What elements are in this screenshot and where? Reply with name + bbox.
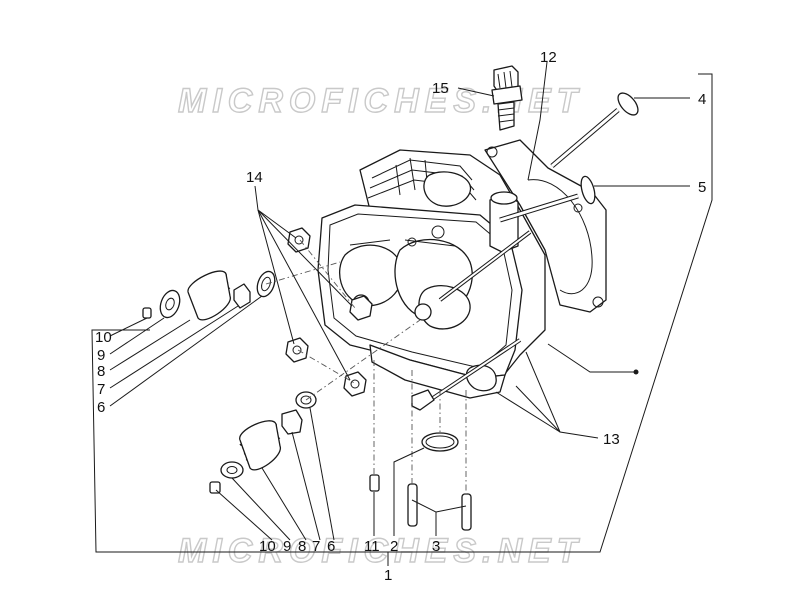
callout-6-lower: 6 — [327, 538, 335, 555]
callout-7-upper: 7 — [97, 381, 105, 398]
assembly-bracket — [91, 73, 713, 553]
callout-1: 1 — [384, 567, 392, 584]
callout-11: 11 — [364, 538, 380, 555]
head-gasket — [484, 139, 607, 313]
callout-10-upper: 10 — [95, 329, 112, 346]
callout-15: 15 — [432, 80, 449, 97]
temperature-sensor — [491, 65, 523, 131]
valve-kit-upper — [142, 270, 276, 321]
callout-12: 12 — [540, 49, 557, 66]
callout-9-upper: 9 — [97, 347, 105, 364]
callout-8-upper: 8 — [97, 363, 105, 380]
callout-14: 14 — [246, 169, 263, 186]
callout-7-lower: 7 — [312, 538, 320, 555]
head-bolts — [411, 230, 532, 411]
callout-6-upper: 6 — [97, 399, 105, 416]
callout-labels: 15 12 4 5 14 10 9 8 7 6 13 10 9 8 7 6 11… — [95, 49, 706, 584]
callout-9-lower: 9 — [283, 538, 291, 555]
nuts — [285, 227, 373, 397]
leader-lines — [109, 61, 690, 541]
callout-13: 13 — [603, 431, 620, 448]
callout-8-lower: 8 — [298, 538, 306, 555]
cylinder-head — [317, 139, 607, 399]
reference-dot — [633, 369, 639, 375]
callout-3: 3 — [432, 538, 440, 555]
bottom-parts — [369, 432, 472, 531]
valve-kit-lower — [209, 391, 317, 494]
watermark-bottom: MICROFICHES.NET — [178, 532, 583, 570]
callout-4: 4 — [698, 91, 706, 108]
callout-10-lower: 10 — [259, 538, 276, 555]
watermark-top: MICROFICHES.NET — [178, 82, 583, 120]
callout-5: 5 — [698, 179, 706, 196]
valves — [499, 92, 639, 223]
callout-2: 2 — [390, 538, 398, 555]
center-lines — [265, 239, 467, 494]
